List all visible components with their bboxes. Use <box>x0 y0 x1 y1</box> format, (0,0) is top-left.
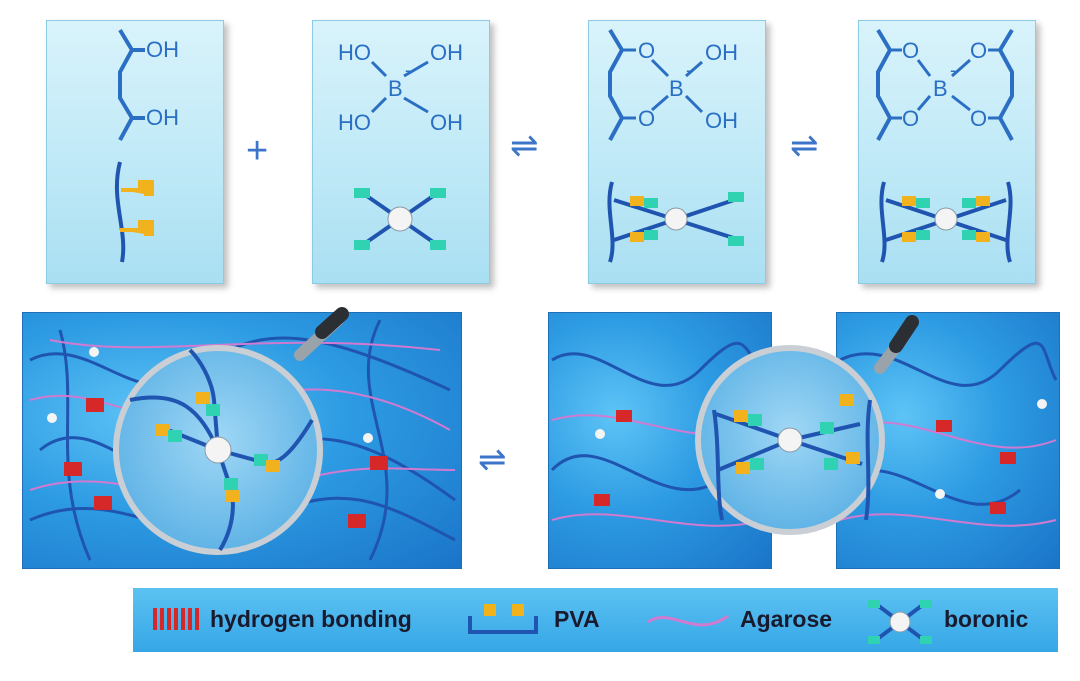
oh-label-4: OH <box>430 110 463 135</box>
oh-label-1: OH <box>146 37 179 62</box>
hbond-marks-left <box>64 398 388 528</box>
ho-label-1: HO <box>338 40 371 65</box>
o-label-4: O <box>970 38 988 63</box>
charge-label: - <box>405 60 411 80</box>
equilibrium-arrow-1: ⇌ <box>510 127 539 165</box>
legend-pva: PVA <box>554 606 600 632</box>
hbond-marks-right <box>594 410 1016 514</box>
panel-pva-diol <box>46 20 224 284</box>
boron-label: B <box>388 76 403 101</box>
boron-label-2: B <box>669 76 684 101</box>
oh-label-6: OH <box>705 108 738 133</box>
ho-label-2: HO <box>338 110 371 135</box>
panel-borate <box>312 20 490 284</box>
oh-label-5: OH <box>705 40 738 65</box>
o-label-2: O <box>638 106 656 131</box>
o-label-5: O <box>902 106 920 131</box>
oh-label-3: OH <box>430 40 463 65</box>
charge-label-3: - <box>950 60 956 80</box>
plus-sign: + <box>246 130 269 172</box>
legend-boronic: boronic <box>944 606 1029 632</box>
o-label-3: O <box>902 38 920 63</box>
equilibrium-arrow-3: ⇌ <box>478 441 507 479</box>
legend-hydrogen-bonding: hydrogen bonding <box>210 606 412 632</box>
oh-label-2: OH <box>146 105 179 130</box>
o-label-6: O <box>970 106 988 131</box>
charge-label-2: - <box>686 60 692 80</box>
equilibrium-arrow-2: ⇌ <box>790 127 819 165</box>
legend-agarose: Agarose <box>740 606 833 632</box>
boron-label-3: B <box>933 76 948 101</box>
o-label-1: O <box>638 38 656 63</box>
